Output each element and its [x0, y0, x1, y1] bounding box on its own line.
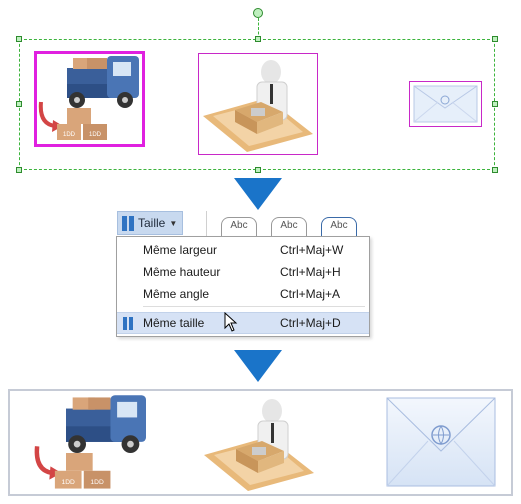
resize-handle-right[interactable] — [492, 101, 498, 107]
rotation-handle[interactable] — [253, 8, 263, 18]
menu-item-shortcut: Ctrl+Maj+H — [280, 265, 341, 279]
chevron-down-icon: ▼ — [169, 218, 178, 228]
envelope-icon — [386, 397, 496, 487]
style-swatch-2[interactable]: Abc — [271, 217, 307, 237]
size-dropdown-button[interactable]: Taille ▼ — [117, 211, 183, 235]
resize-handle-left[interactable] — [16, 101, 22, 107]
envelope-icon — [413, 85, 478, 123]
menu-item-label: Même angle — [143, 287, 210, 301]
menu-item-label: Même largeur — [143, 243, 218, 257]
svg-text:1DD: 1DD — [63, 132, 76, 138]
down-arrow-icon — [234, 350, 282, 382]
result-panel — [8, 389, 513, 496]
svg-text:1DD: 1DD — [62, 479, 76, 486]
menu-item-label: Même taille — [143, 316, 205, 330]
menu-item-shortcut: Ctrl+Maj+A — [280, 287, 341, 301]
size-dropdown-menu: Même largeur Ctrl+Maj+W Même hauteur Ctr… — [116, 236, 370, 337]
style-swatch-3[interactable]: Abc — [321, 217, 357, 237]
style-swatch-1[interactable]: Abc — [221, 217, 257, 237]
resize-handle-top[interactable] — [255, 36, 261, 42]
businessman-icon — [204, 399, 314, 491]
menu-item-same-height[interactable]: Même hauteur Ctrl+Maj+H — [117, 261, 369, 283]
envelope-image[interactable] — [409, 81, 482, 127]
rotation-connector — [258, 18, 259, 39]
mouse-pointer-icon — [224, 312, 238, 332]
same-size-icon — [123, 317, 133, 330]
truck-icon: 1DD 1DD — [34, 395, 146, 489]
svg-text:1DD: 1DD — [89, 132, 102, 138]
truck-image-selected[interactable]: 1DD 1DD — [34, 51, 145, 147]
resize-handle-bottom-left[interactable] — [16, 167, 22, 173]
size-button-label: Taille — [138, 216, 166, 230]
menu-item-same-size[interactable]: Même taille Ctrl+Maj+D — [117, 312, 369, 334]
resize-handle-bottom-right[interactable] — [492, 167, 498, 173]
svg-text:1DD: 1DD — [90, 479, 104, 486]
resize-handle-top-left[interactable] — [16, 36, 22, 42]
same-size-icon — [122, 215, 134, 231]
resize-handle-top-right[interactable] — [492, 36, 498, 42]
menu-item-same-width[interactable]: Même largeur Ctrl+Maj+W — [117, 239, 369, 261]
resize-handle-bottom[interactable] — [255, 167, 261, 173]
down-arrow-icon — [234, 178, 282, 210]
menu-item-shortcut: Ctrl+Maj+D — [280, 316, 341, 330]
menu-separator — [143, 306, 365, 307]
menu-item-shortcut: Ctrl+Maj+W — [280, 243, 344, 257]
menu-item-label: Même hauteur — [143, 265, 221, 279]
businessman-icon — [203, 60, 313, 152]
menu-item-same-angle[interactable]: Même angle Ctrl+Maj+A — [117, 283, 369, 305]
truck-icon: 1DD 1DD — [38, 56, 139, 140]
toolbar-divider — [206, 211, 207, 236]
businessman-image[interactable] — [198, 53, 318, 155]
